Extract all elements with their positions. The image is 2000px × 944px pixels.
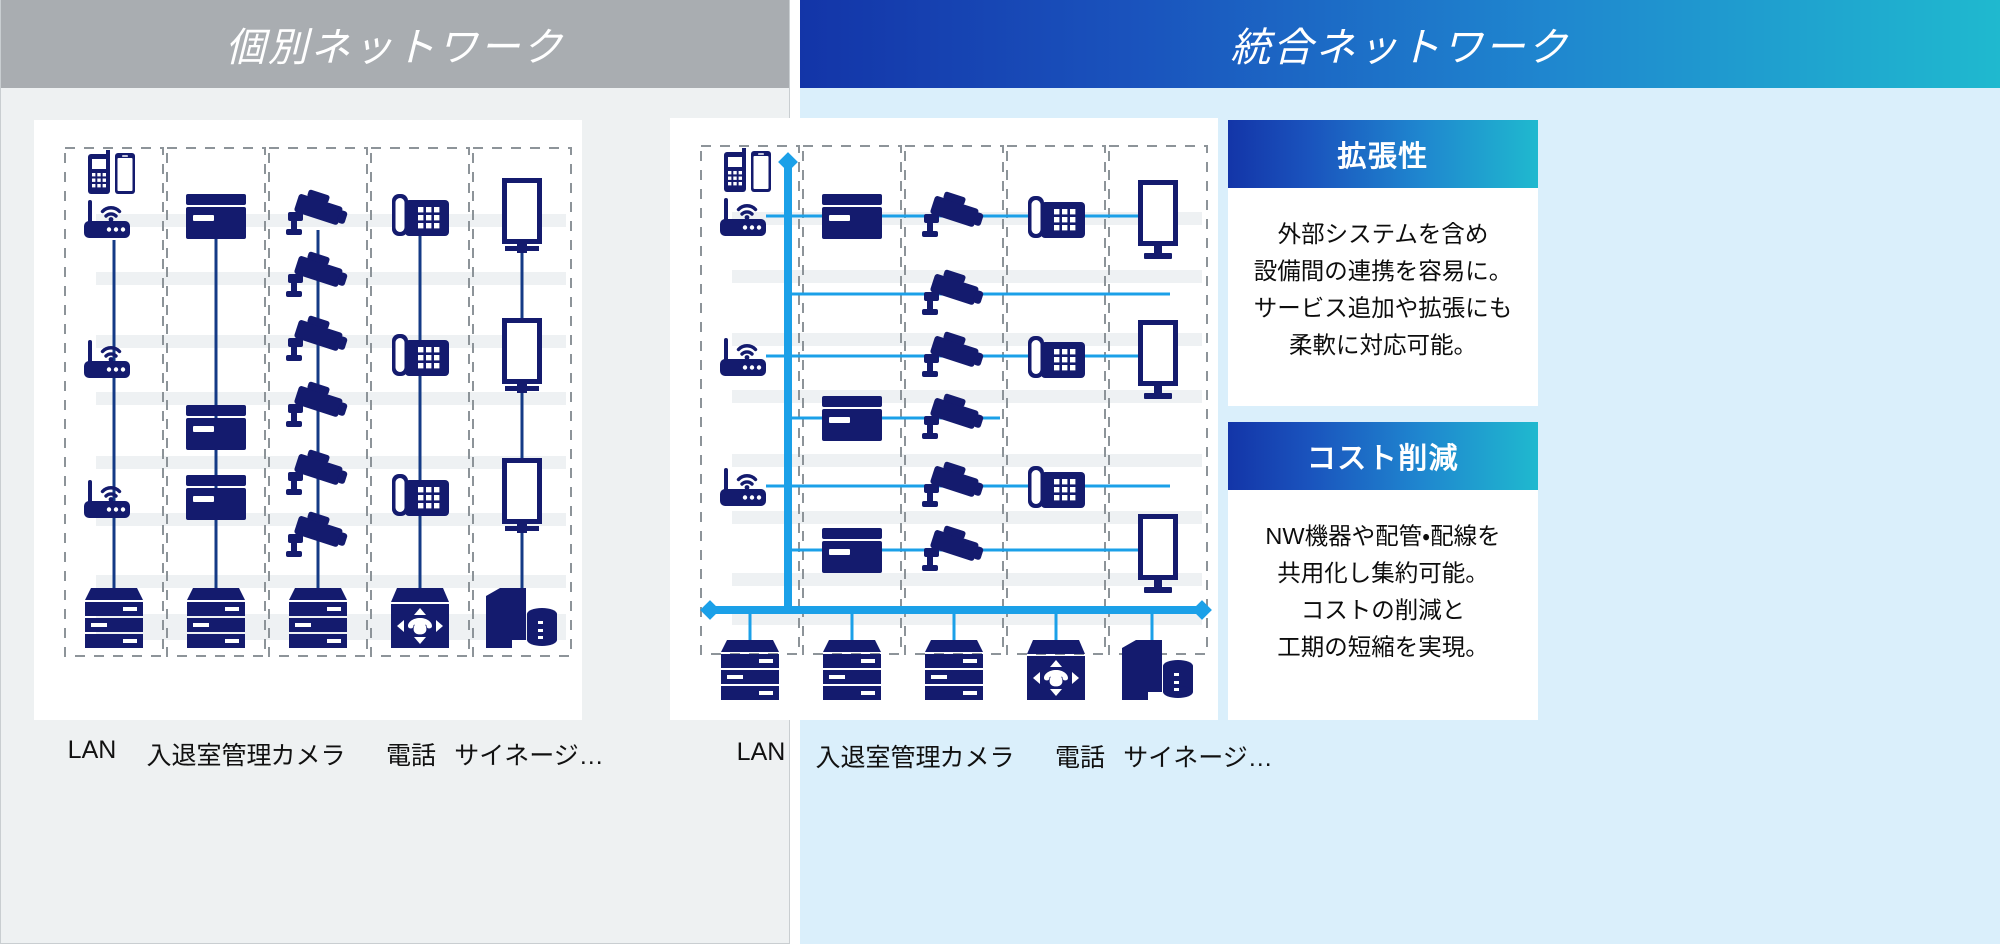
floor-stripes: [732, 212, 1202, 625]
device-server-rack: [823, 640, 881, 700]
column-label-camera: カメラ: [270, 742, 346, 770]
column-label-lan: LAN: [736, 738, 786, 766]
benefit-body: NW機器や配管・配線を 共用化し集約可能。 コストの削減と 工期の短縮を実現。: [1228, 490, 1538, 667]
column-label-signage: サイネージ…: [454, 742, 604, 770]
column-label-signage: サイネージ…: [1123, 744, 1273, 772]
device-desk-phone: [1028, 196, 1085, 238]
column-label-access: 入退室管理: [815, 744, 941, 772]
device-server-rack: [187, 588, 245, 648]
panel-individual-network: 個別ネットワーク: [0, 0, 790, 944]
device-digital-signage: [502, 318, 542, 393]
device-card-reader: [822, 396, 882, 441]
benefit-line: 柔軟に対応可能。: [1289, 332, 1477, 359]
device-server-storage: [486, 588, 557, 648]
benefit-card-cost-reduction: コスト削減 NW機器や配管・配線を 共用化し集約可能。 コストの削減と 工期の短…: [1228, 422, 1538, 720]
device-card-reader: [822, 528, 882, 573]
device-security-camera: [922, 188, 988, 237]
device-server-rack: [289, 588, 347, 648]
column-dashed-boxes: [64, 147, 572, 657]
device-security-camera: [922, 522, 988, 571]
device-mobile-phones: [724, 148, 771, 192]
device-wifi-router: [718, 466, 768, 508]
server-drop-wires: [748, 610, 1154, 642]
diagram-left: [34, 120, 582, 720]
benefit-line: 設備間の連携を容易に。: [1253, 258, 1513, 285]
column-label-lan: LAN: [67, 736, 117, 764]
column-label-phone: 電話: [1054, 744, 1105, 772]
benefit-line: 共用化し集約可能。: [1277, 560, 1489, 587]
device-pbx-phone-switch: [391, 588, 449, 648]
device-digital-signage: [1138, 180, 1178, 259]
benefit-title: 拡張性: [1228, 120, 1538, 188]
column-label-phone: 電話: [385, 742, 436, 770]
diagram-right-svg: [700, 145, 1212, 700]
device-mobile-phones: [88, 150, 135, 194]
device-desk-phone: [1028, 336, 1085, 378]
device-card-reader: [822, 194, 882, 239]
device-pbx-phone-switch: [1027, 640, 1085, 700]
benefit-line: サービス追加や拡張にも: [1253, 295, 1513, 322]
panel-right-title: 統合ネットワーク: [800, 0, 2000, 88]
device-server-rack: [85, 588, 143, 648]
device-server-rack: [925, 640, 983, 700]
device-server-rack: [721, 640, 779, 700]
benefit-line: コストの削減と: [1300, 597, 1466, 624]
device-desk-phone: [1028, 466, 1085, 508]
column-label-access: 入退室管理: [146, 742, 272, 770]
device-security-camera: [286, 186, 352, 235]
device-card-reader: [186, 405, 246, 450]
device-digital-signage: [1138, 320, 1178, 399]
benefit-body: 外部システムを含め 設備間の連携を容易に。 サービス追加や拡張にも 柔軟に対応可…: [1228, 188, 1538, 365]
device-desk-phone: [392, 194, 449, 236]
benefit-line: NW機器や配管・配線を: [1265, 523, 1501, 549]
diagram-left-svg: [64, 147, 572, 657]
device-digital-signage: [502, 458, 542, 533]
panel-integrated-network: 統合ネットワーク: [670, 0, 2000, 944]
diagram-right: [670, 118, 1218, 720]
benefit-line: 外部システムを含め: [1277, 221, 1489, 247]
device-card-reader: [186, 194, 246, 239]
benefit-line: 工期の短縮を実現。: [1277, 634, 1489, 661]
device-card-reader: [186, 475, 246, 520]
column-label-camera: カメラ: [939, 744, 1015, 772]
device-desk-phone: [392, 474, 449, 516]
panel-left-title: 個別ネットワーク: [1, 0, 789, 88]
benefit-card-scalability: 拡張性 外部システムを含め 設備間の連携を容易に。 サービス追加や拡張にも 柔軟…: [1228, 120, 1538, 406]
device-digital-signage: [502, 178, 542, 253]
device-desk-phone: [392, 334, 449, 376]
device-server-storage: [1122, 640, 1193, 700]
device-wifi-router: [82, 478, 132, 520]
benefit-title: コスト削減: [1228, 422, 1538, 490]
